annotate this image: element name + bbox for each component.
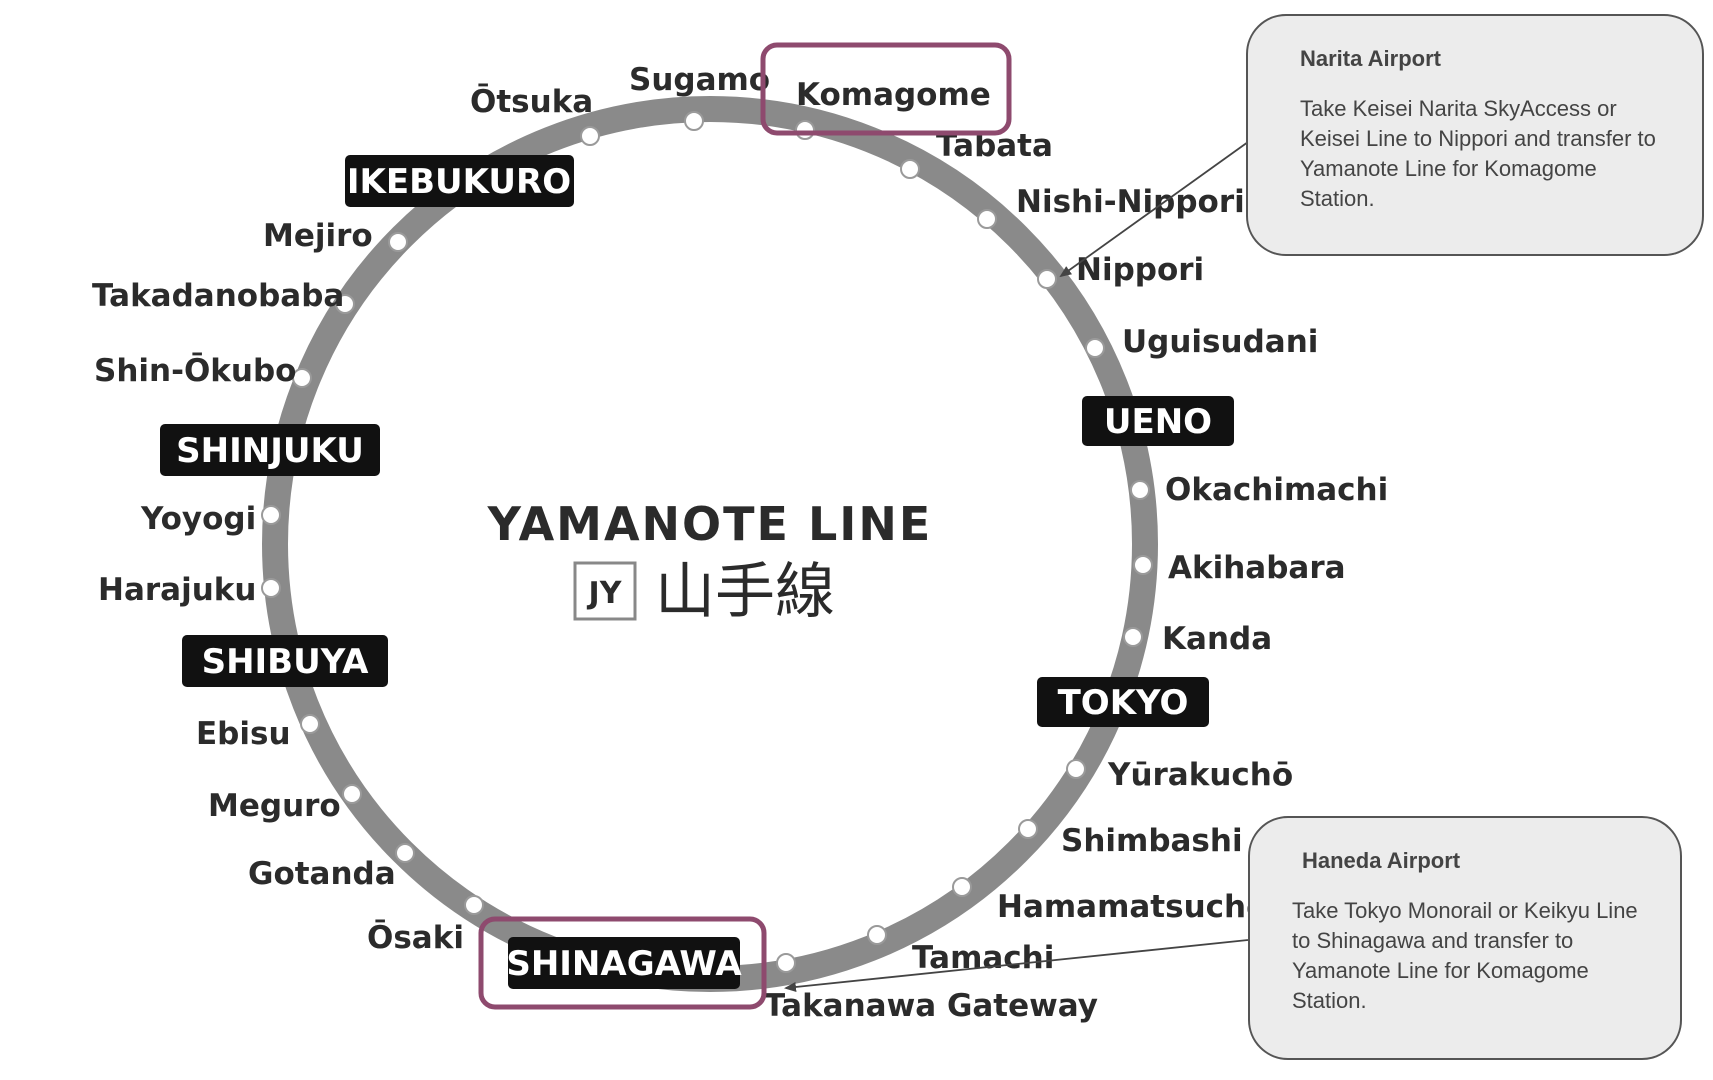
station-dot-kanda <box>1123 627 1143 647</box>
major-station-ikebukuro: IKEBUKURO <box>345 155 574 207</box>
station-dot-meguro <box>342 784 362 804</box>
line-title-ja: 山手線 <box>655 557 835 627</box>
station-label-yurakucho: Yūrakuchō <box>1107 757 1293 793</box>
major-station-shibuya: SHIBUYA <box>182 635 388 687</box>
station-label-shin-okubo: Shin-Ōkubo <box>94 353 296 389</box>
station-label-akihabara: Akihabara <box>1168 550 1346 586</box>
station-label-otsuka: Ōtsuka <box>470 84 593 120</box>
station-dot-tamachi <box>867 925 887 945</box>
station-dot-mejiro <box>388 232 408 252</box>
haneda-airport-callout: Haneda Airport Take Tokyo Monorail or Ke… <box>1248 816 1682 1060</box>
station-label-kanda: Kanda <box>1162 621 1272 657</box>
station-dot-komagome <box>795 120 815 140</box>
station-label-hamamatsucho: Hamamatsuchō <box>997 889 1267 925</box>
station-label-yoyogi: Yoyogi <box>140 501 256 537</box>
station-dot-shin-okubo <box>292 368 312 388</box>
station-dots <box>261 111 1153 973</box>
station-dot-akihabara <box>1133 555 1153 575</box>
narita-callout-body: Take Keisei Narita SkyAccess or Keisei L… <box>1300 96 1656 211</box>
station-label-mejiro: Mejiro <box>263 218 373 254</box>
station-label-osaki: Ōsaki <box>367 920 464 956</box>
narita-connector-arrow <box>1059 141 1249 278</box>
haneda-callout-title: Haneda Airport <box>1302 848 1461 873</box>
major-station-shinagawa: SHINAGAWA <box>506 937 742 989</box>
station-label-shimbashi: Shimbashi <box>1061 823 1243 859</box>
highlight-komagome <box>760 42 1012 136</box>
station-label-takadanobaba: Takadanobaba <box>92 278 344 314</box>
line-title: YAMANOTE LINE JY 山手線 <box>487 497 933 627</box>
station-dot-sugamo <box>684 111 704 131</box>
station-dot-nishi-nippori <box>977 209 997 229</box>
station-dot-harajuku <box>261 578 281 598</box>
station-dot-shimbashi <box>1018 819 1038 839</box>
major-station-shinjuku: SHINJUKU <box>160 424 380 476</box>
line-badge: JY <box>587 576 623 611</box>
station-label-sugamo: Sugamo <box>629 62 770 98</box>
station-dot-tabata <box>900 159 920 179</box>
major-station-ueno: UENO <box>1082 396 1234 446</box>
narita-callout-title: Narita Airport <box>1300 46 1441 71</box>
major-station-label-tokyo: TOKYO <box>1058 683 1189 723</box>
station-label-gotanda: Gotanda <box>248 856 396 892</box>
station-label-meguro: Meguro <box>208 788 341 824</box>
station-dot-uguisudani <box>1085 338 1105 358</box>
major-station-label-shinagawa: SHINAGAWA <box>506 944 742 984</box>
narita-airport-callout: Narita Airport Take Keisei Narita SkyAcc… <box>1246 14 1704 256</box>
station-dot-osaki <box>464 895 484 915</box>
station-dot-yoyogi <box>261 505 281 525</box>
major-station-label-shibuya: SHIBUYA <box>202 642 369 682</box>
highlight-shinagawa <box>478 916 767 1010</box>
station-dot-yurakucho <box>1066 759 1086 779</box>
station-label-tamachi: Tamachi <box>912 940 1054 976</box>
station-label-takanawa-gateway: Takanawa Gateway <box>764 988 1098 1024</box>
major-station-label-shinjuku: SHINJUKU <box>176 431 364 471</box>
station-dot-takanawa-gateway <box>776 953 796 973</box>
station-dot-nippori <box>1037 269 1057 289</box>
station-dot-otsuka <box>580 126 600 146</box>
major-station-label-ueno: UENO <box>1104 402 1212 442</box>
line-badge-box <box>573 561 637 621</box>
haneda-callout-body: Take Tokyo Monorail or Keikyu Line to Sh… <box>1292 898 1638 1013</box>
station-labels: Ōtsuka Sugamo Komagome Tabata Nishi-Nipp… <box>92 62 1388 1024</box>
station-dot-gotanda <box>395 843 415 863</box>
station-label-ebisu: Ebisu <box>196 716 291 752</box>
haneda-connector-arrow <box>784 939 1249 992</box>
major-stations: IKEBUKURO SHINJUKU SHIBUYA UENO TOKYO SH… <box>160 155 1234 989</box>
station-dot-takadanobaba <box>335 294 355 314</box>
station-label-uguisudani: Uguisudani <box>1122 324 1318 360</box>
station-label-nippori: Nippori <box>1076 252 1204 288</box>
station-label-okachimachi: Okachimachi <box>1165 472 1388 508</box>
line-title-en: YAMANOTE LINE <box>487 497 933 551</box>
station-dot-okachimachi <box>1130 480 1150 500</box>
station-dot-hamamatsucho <box>952 877 972 897</box>
station-label-nishi-nippori: Nishi-Nippori <box>1016 184 1245 220</box>
major-station-label-ikebukuro: IKEBUKURO <box>347 162 571 202</box>
major-station-tokyo: TOKYO <box>1037 677 1209 727</box>
station-label-harajuku: Harajuku <box>98 572 256 608</box>
station-dot-ebisu <box>300 714 320 734</box>
station-label-komagome: Komagome <box>796 77 991 113</box>
